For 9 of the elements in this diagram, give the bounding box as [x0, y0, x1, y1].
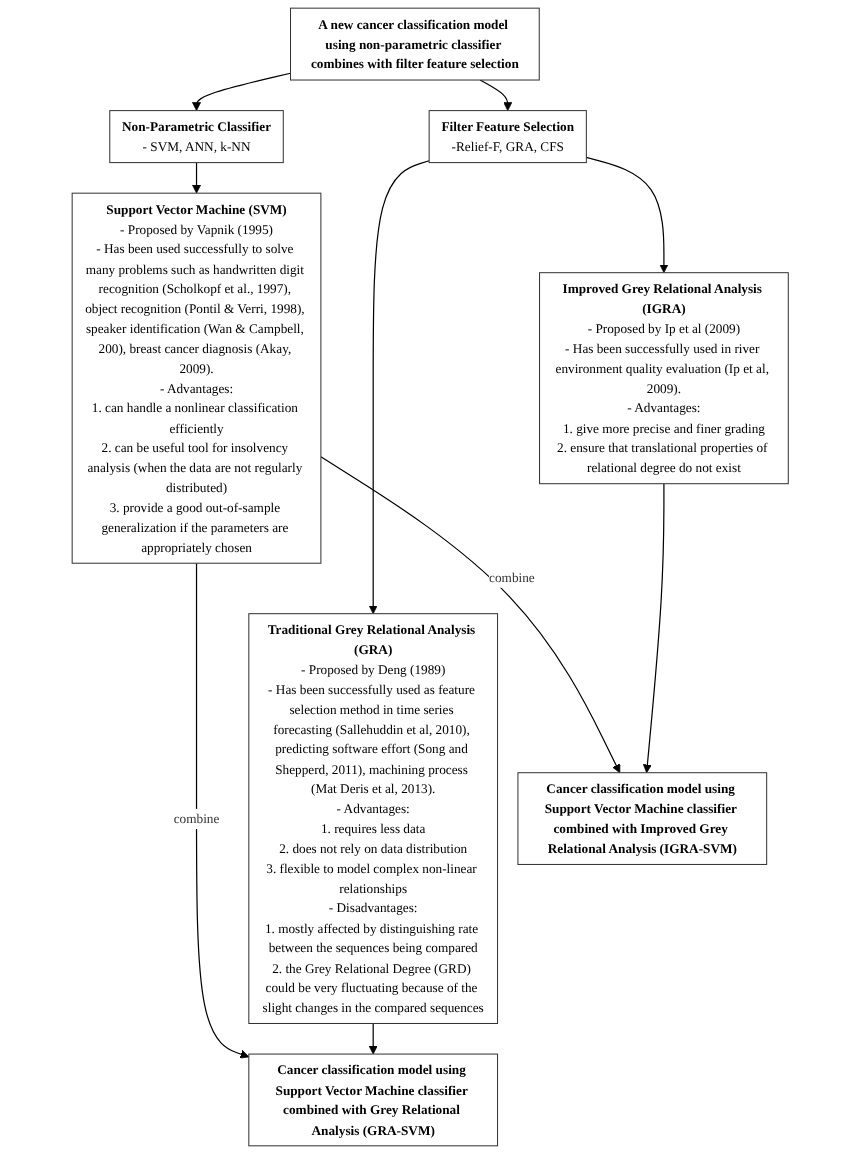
arrow — [479, 79, 512, 111]
arrow — [368, 1022, 378, 1055]
arrow — [320, 456, 621, 774]
arrow — [195, 562, 249, 1059]
arrow — [642, 483, 665, 774]
arrow — [368, 160, 430, 615]
arrow — [191, 72, 291, 111]
arrow — [585, 156, 669, 274]
arrow — [191, 162, 201, 194]
